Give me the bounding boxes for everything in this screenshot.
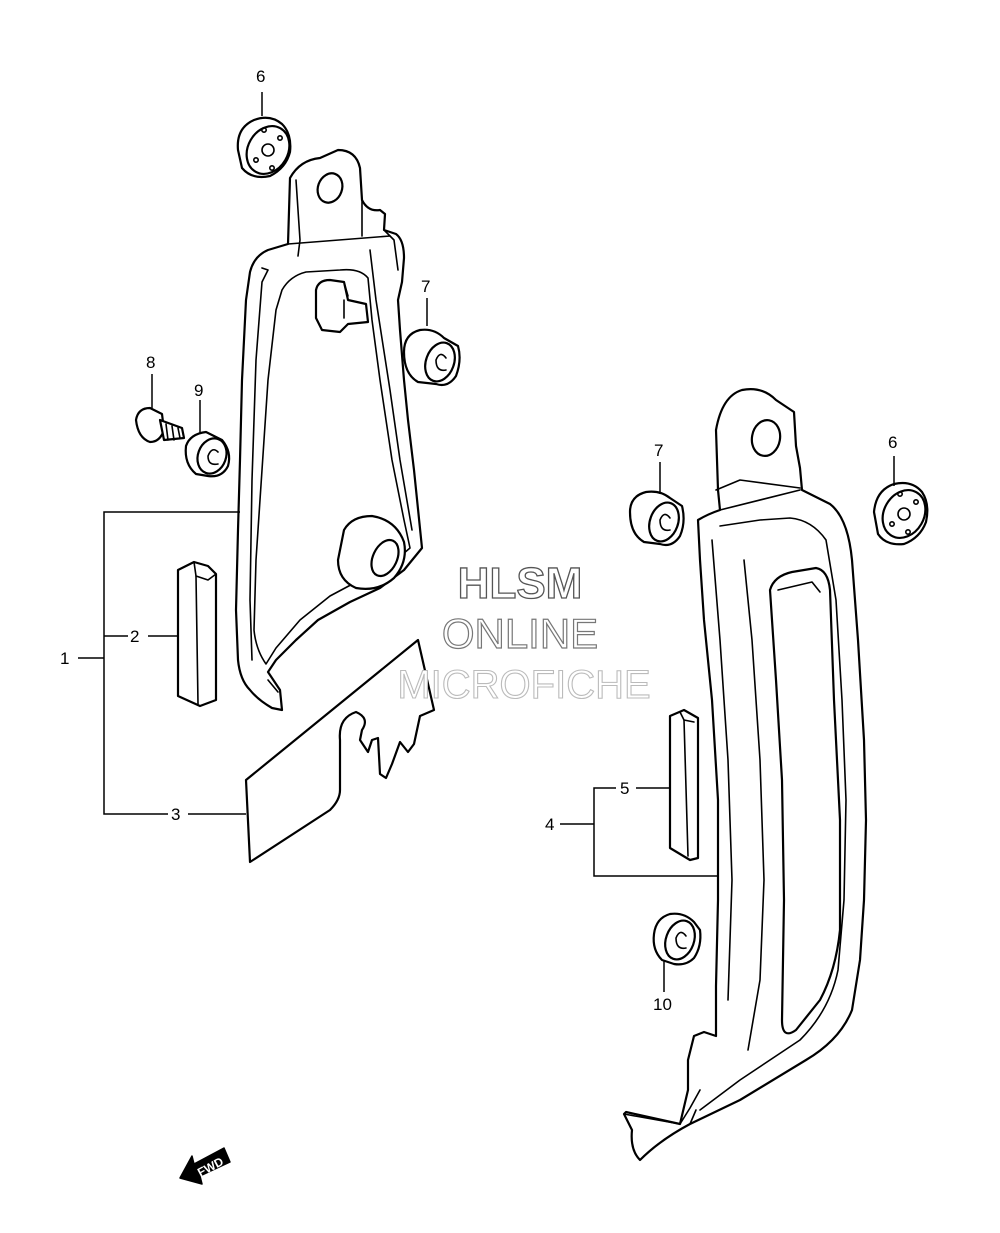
liner-strip [176, 560, 218, 708]
callout-9: 9 [194, 381, 203, 400]
plate-gasket [244, 638, 436, 864]
callout-6-right: 6 [888, 433, 897, 452]
grommet-bottom [652, 912, 702, 966]
callout-7-left: 7 [421, 277, 430, 296]
bushing [184, 430, 231, 478]
callout-4: 4 [545, 815, 554, 834]
leader-lines [78, 92, 895, 992]
watermark-line-1: HLSM [458, 559, 583, 608]
callout-2: 2 [130, 627, 139, 646]
callout-5: 5 [620, 779, 629, 798]
callout-6-top: 6 [256, 67, 265, 86]
left-clamp-bracket [234, 148, 424, 712]
washer-top [236, 116, 292, 179]
callout-numbers: 1 2 3 4 5 6 6 7 7 8 9 10 [60, 67, 897, 1014]
watermark-line-2: ONLINE [442, 610, 598, 657]
grommet-right [628, 490, 685, 547]
callout-10: 10 [653, 995, 672, 1014]
callout-3: 3 [171, 805, 180, 824]
callout-1: 1 [60, 649, 69, 668]
fwd-arrow: FWD [179, 1147, 231, 1185]
right-liner-strip [668, 708, 700, 862]
callout-8: 8 [146, 353, 155, 372]
washer-right [872, 481, 929, 546]
callout-7-right: 7 [654, 441, 663, 460]
watermark: HLSM ONLINE MICROFICHE [397, 558, 651, 707]
watermark-line-3: MICROFICHE [397, 663, 650, 707]
right-clamp-bracket [622, 388, 868, 1162]
grommet-left [402, 328, 461, 387]
bolt [134, 406, 186, 444]
